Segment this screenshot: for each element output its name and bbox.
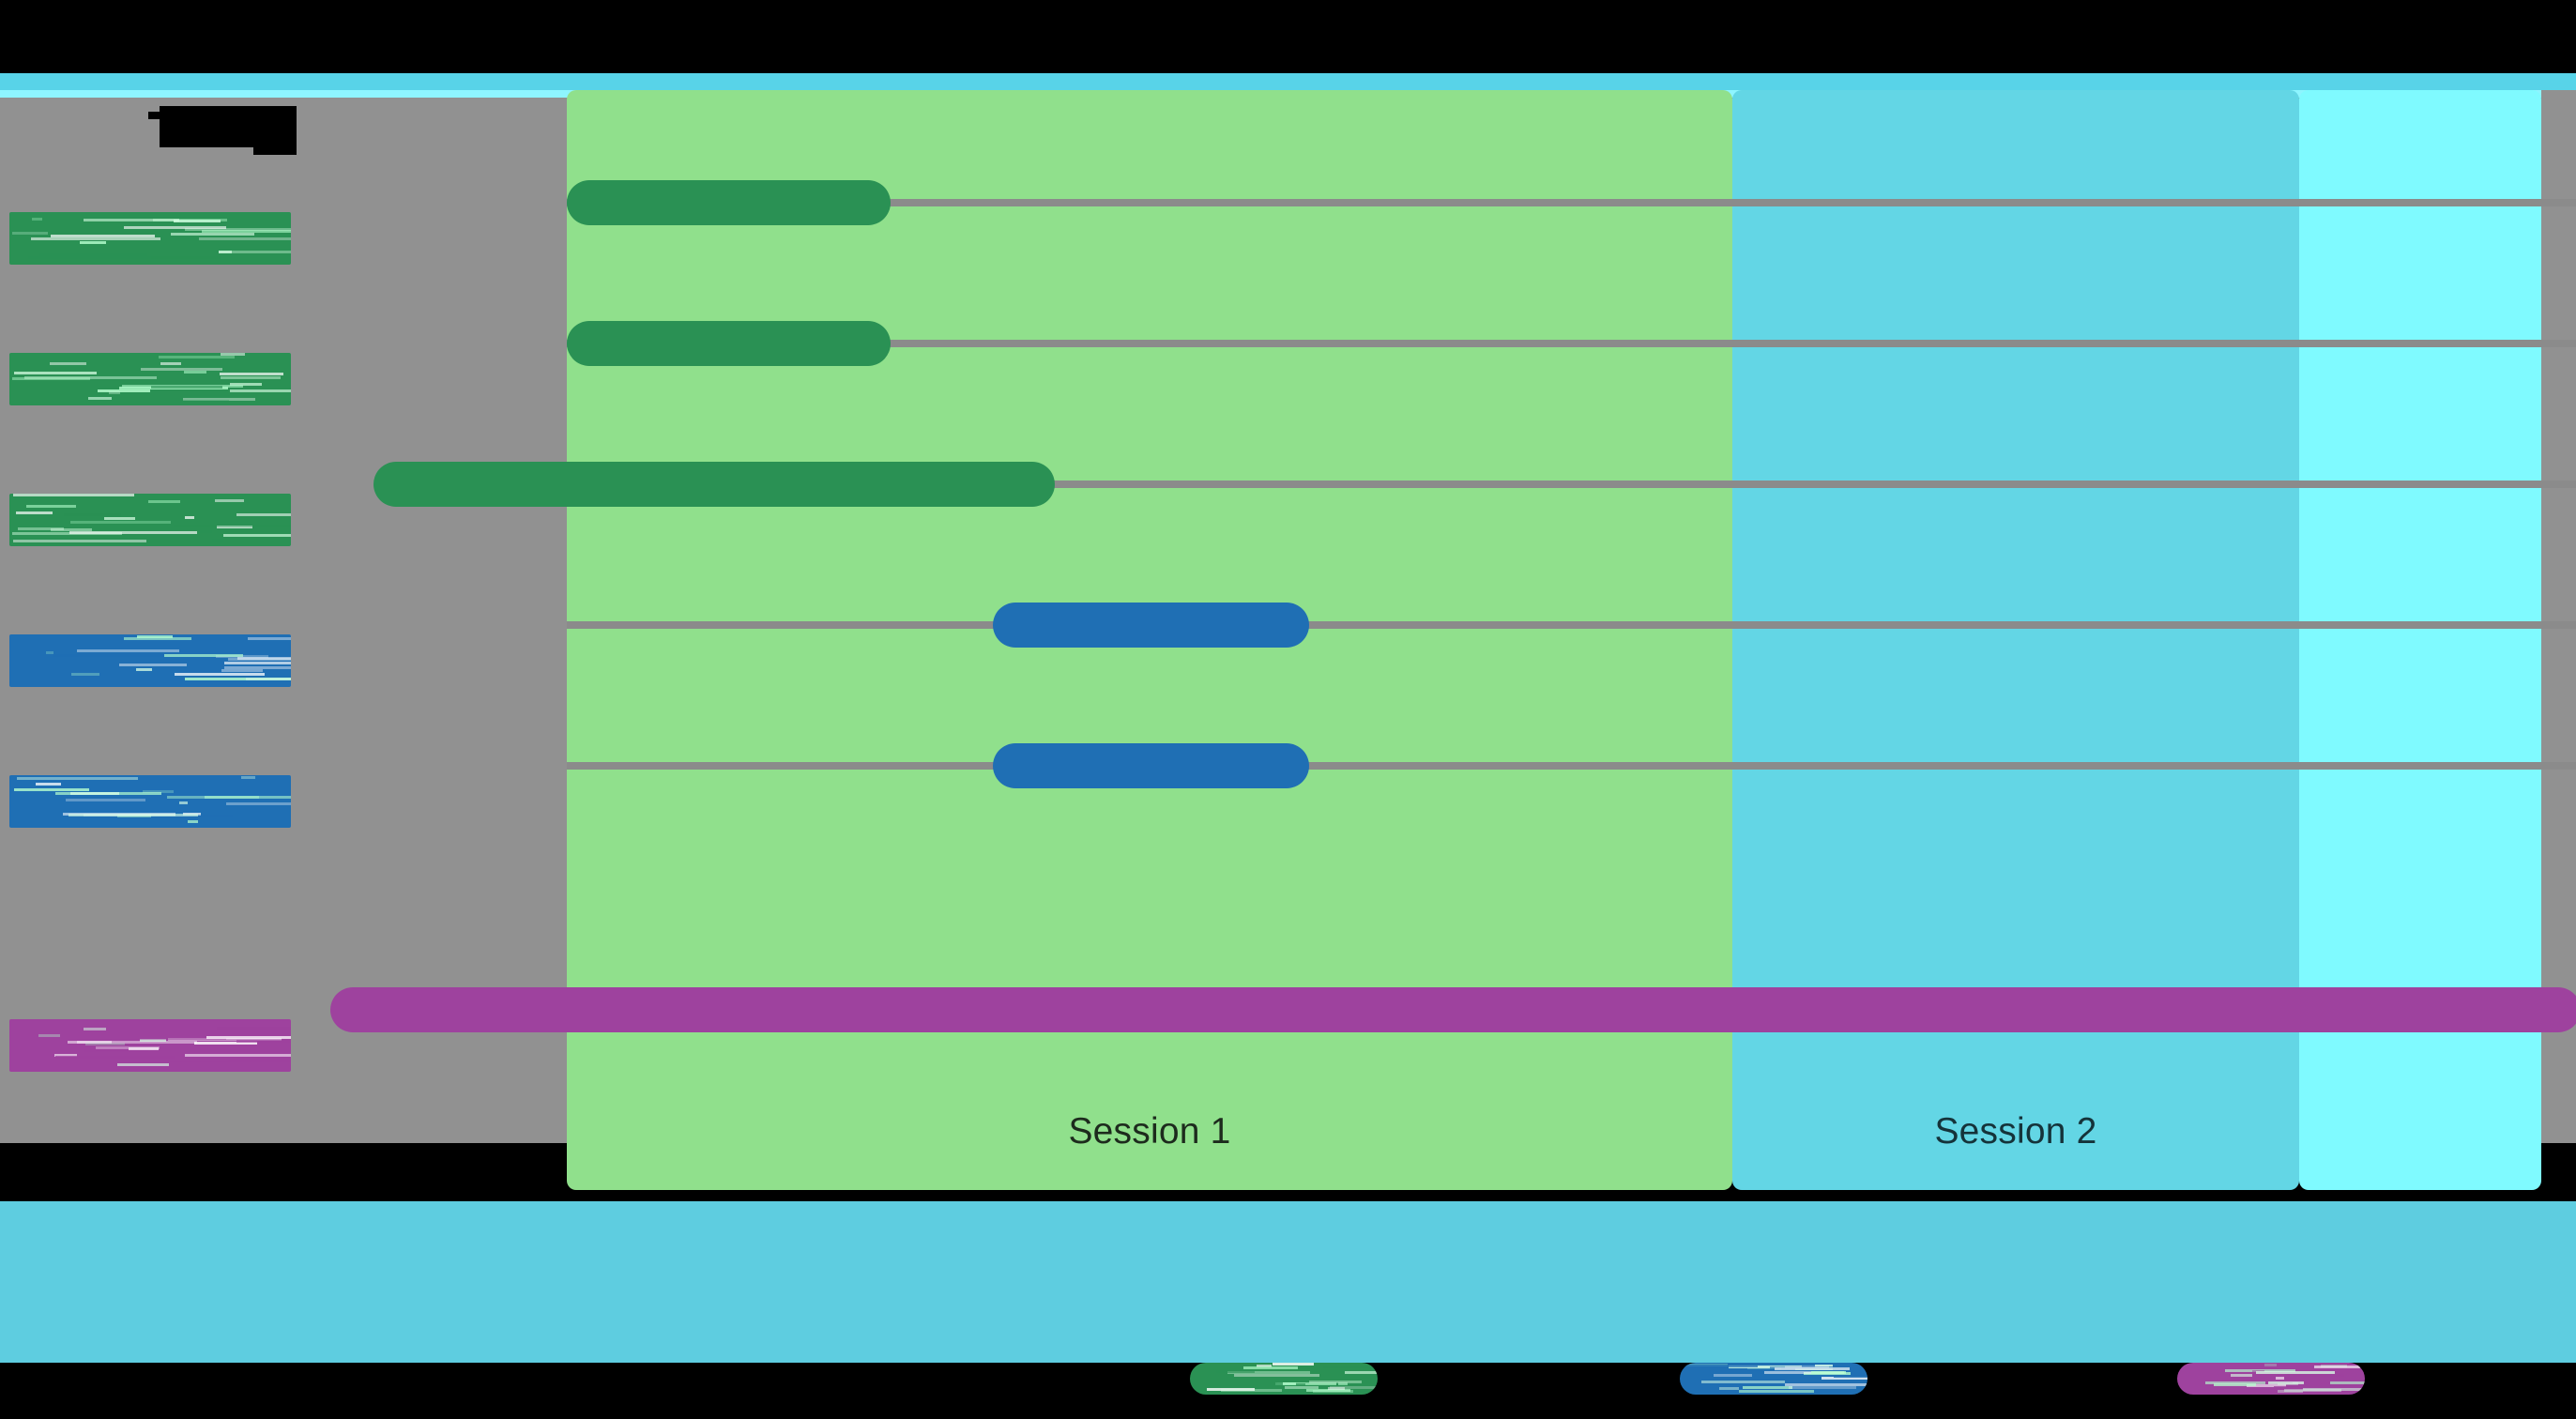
legend-item-1[interactable]: Dataset A [1190, 1363, 1378, 1395]
redaction-overlay [9, 212, 291, 265]
redaction-overlay [9, 1019, 291, 1072]
y-axis-labels [0, 90, 567, 1143]
gantt-bar[interactable] [567, 321, 891, 366]
gantt-bar[interactable] [993, 743, 1309, 788]
legend-label: Dataset C [2177, 1363, 2365, 1395]
figure-footer [0, 1201, 2576, 1363]
redaction-overlay [9, 353, 291, 405]
redaction-overlay [9, 634, 291, 687]
gridline [567, 621, 2576, 629]
y-axis-label-4 [9, 634, 291, 687]
y-axis-label-3 [9, 494, 291, 546]
y-axis-label-6 [9, 1019, 291, 1072]
y-axis-label-5 [9, 775, 291, 828]
y-axis-label-2 [9, 353, 291, 405]
legend-item-3[interactable]: Dataset C [2177, 1363, 2365, 1395]
legend-label: Dataset B [1680, 1363, 1867, 1395]
gantt-bar[interactable] [993, 603, 1309, 648]
gridline [567, 762, 2576, 770]
gantt-bar[interactable] [567, 180, 891, 225]
legend-label: Dataset A [1190, 1363, 1378, 1395]
y-axis-label-1 [9, 212, 291, 265]
redaction-overlay [9, 494, 291, 546]
gantt-bar[interactable] [330, 987, 2576, 1032]
redaction-overlay [9, 775, 291, 828]
chart-legend: Dataset A Dataset B Dataset C [0, 1363, 2576, 1419]
legend-item-2[interactable]: Dataset B [1680, 1363, 1867, 1395]
